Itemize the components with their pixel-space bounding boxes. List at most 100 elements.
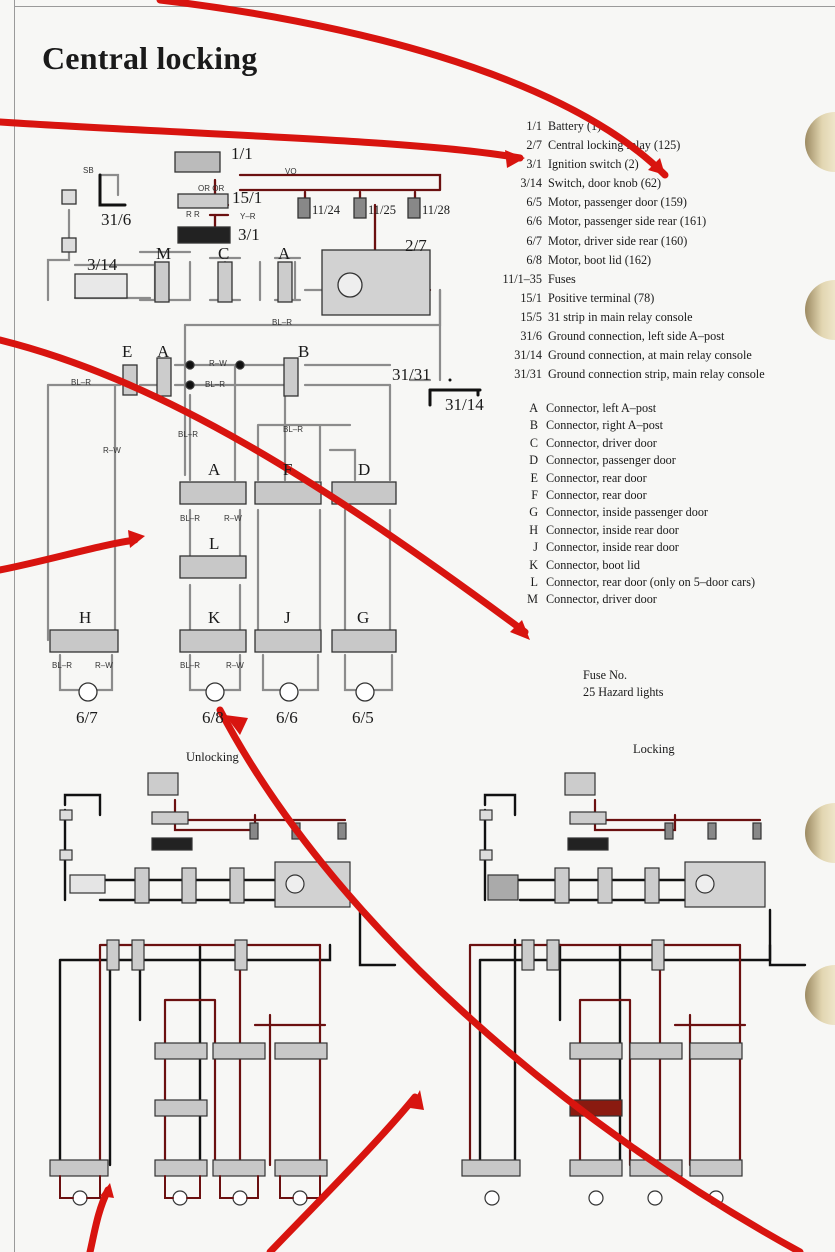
label-fuse-25: 11/25 [368,203,397,217]
unlocking-diagram [49,772,397,1206]
ground-wires [98,173,482,407]
label-relay: 2/7 [405,236,427,255]
label-conn-a-mid: A [208,460,221,479]
legend-desc: Connector, rear door [546,488,647,503]
wire-label-blr-4: BL–R [283,425,304,434]
battery-body [174,151,221,173]
label-conn-e: E [122,342,133,361]
fuse-note-title: Fuse No. [583,668,628,682]
label-fuse-24: 11/24 [312,203,341,217]
legend-desc: Motor, driver side rear (160) [548,233,688,248]
label-conn-l: L [209,534,220,553]
label-motor-pass: 6/5 [352,708,374,727]
legend-code: 6/5 [526,195,542,210]
label-conn-h: H [79,608,92,627]
legend-code: J [533,540,538,555]
label-conn-d: D [358,460,371,479]
legend-code: D [529,453,538,468]
legend-code: 31/6 [520,329,542,344]
label-conn-j: J [284,608,291,627]
page-title: Central locking [42,40,258,76]
label-conn-f: F [283,460,293,479]
wire-label-rw-4: R–W [226,661,244,670]
label-ground-console: 31/14 [445,395,484,414]
wire-label-blr-2: BL–R [205,380,226,389]
label-conn-k: K [208,608,221,627]
wire-label-blr-6: BL–R [180,661,201,670]
legend-code: 11/1–35 [502,271,543,286]
legend-row: M Connector, driver door [510,591,755,608]
legend-desc: Connector, inside rear door [546,540,679,555]
label-conn-c: C [218,244,230,263]
label-motor-driver-rear: 6/7 [76,708,98,727]
legend-desc: Connector, inside rear door [546,522,679,537]
wire-label-rr: R R [186,210,200,219]
legend-code: 6/6 [526,214,542,229]
legend-code: M [527,592,538,607]
fuse-note: Fuse No. 25 Hazard lights [583,667,664,701]
legend-desc: Connector, driver door [546,435,657,450]
wire-label-blr-3: BL–R [178,430,199,439]
annotation-arrows [0,0,804,1252]
label-conn-m: M [156,244,172,263]
wire-label-blr-7: BL–R [180,514,201,523]
label-conn-a: A [157,342,170,361]
legend-code: K [529,557,538,572]
legend-desc: Connector, rear door (only on 5–door car… [546,575,756,590]
locking-diagram [461,772,807,1206]
legend-desc: Motor, boot lid (162) [548,252,652,267]
wire-label-vo: VO [285,167,297,176]
legend-desc: Connector, passenger door [546,453,676,468]
wire-label-blr-top: BL–R [272,318,293,327]
legend-code: 6/8 [526,252,542,267]
label-motor-pass-rear: 6/6 [276,708,298,727]
legend-code: 1/1 [526,119,542,133]
legend-row: L Connector, rear door (only on 5–door ca… [510,574,755,591]
legend-desc: Ground connection, left side A–post [548,329,725,344]
legend-code: A [529,401,538,415]
label-conn-b: B [298,342,310,361]
legend-code: 31/14 [514,348,542,363]
legend-row: 11/1–35 Fuses [480,270,765,289]
legend-desc: Motor, passenger door (159) [548,195,687,210]
legend-desc: Switch, door knob (62) [548,176,662,191]
legend-code: B [529,418,538,433]
label-motor-boot: 6/8 [202,708,224,727]
label-ground-a-post: 31/6 [101,210,132,229]
legend-desc: Connector, left A–post [546,401,657,415]
wire-label-or: OR OR [198,184,225,193]
label-positive-terminal: 15/1 [232,188,263,207]
legend-row: 15/5 31 strip in main relay console [480,308,765,327]
legend-row: 1/1 Battery (1) [480,117,765,136]
legend-desc: 31 strip in main relay console [548,309,693,324]
legend-desc: Connector, driver door [546,592,657,607]
label-conn-g: G [357,608,370,627]
legend-desc: Fuses [548,271,576,286]
legend-desc: Battery (1) [548,119,602,133]
legend-desc: Ground connection, at main relay console [548,348,752,363]
sub-diagram-locking-title: Locking [633,742,675,756]
legend-desc: Positive terminal (78) [548,290,655,305]
wire-label-rw-3: R–W [95,661,113,670]
legend-row: J Connector, inside rear door [510,539,755,556]
legend-code: 15/5 [520,309,542,324]
legend-row: 31/6 Ground connection, left side A–post [480,327,765,346]
wire-label-blr-left: BL–R [71,378,92,387]
sub-diagram-unlocking-title: Unlocking [186,750,239,764]
legend-code: G [529,505,538,520]
legend-desc: Ground connection strip, main relay cons… [548,367,765,382]
wire-label-rw-1: R–W [209,359,227,368]
legend-desc: Motor, passenger side rear (161) [548,214,707,229]
legend-code: L [530,575,538,590]
